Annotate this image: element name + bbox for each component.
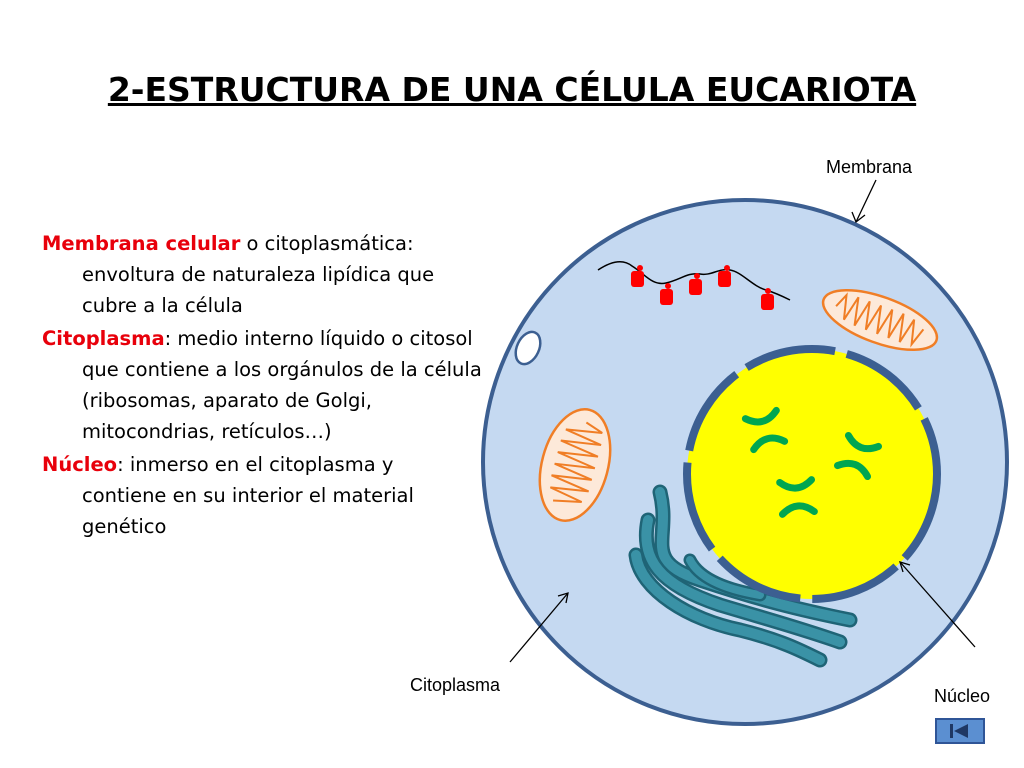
ribosome-chain [597, 260, 791, 310]
term-membrana: Membrana celular [42, 232, 241, 255]
label-nucleo: Núcleo [934, 686, 991, 706]
chromosome [741, 406, 789, 454]
definition-membrana: Membrana celular o citoplasmática: envol… [42, 228, 482, 321]
label-citoplasma: Citoplasma [410, 675, 501, 695]
chromosome [776, 476, 818, 518]
page-title: 2-ESTRUCTURA DE UNA CÉLULA EUCARIOTA [107, 70, 917, 109]
nuclear-envelope [683, 345, 941, 603]
pointer-citoplasma [509, 592, 569, 663]
chromosome [833, 431, 883, 481]
text-membrana: o citoplasmática: envoltura de naturalez… [82, 232, 435, 317]
definition-nucleo: Núcleo: inmerso en el citoplasma y conti… [42, 449, 482, 542]
ribosome [631, 265, 644, 287]
text-nucleo: : inmerso en el citoplasma y contiene en… [82, 453, 414, 538]
label-pointers [509, 179, 976, 663]
ribosome [761, 288, 774, 310]
term-nucleo: Núcleo [42, 453, 118, 476]
vacuole [514, 330, 542, 366]
mitochondrion [821, 288, 939, 352]
text-citoplasma: : medio interno líquido o citosol que co… [82, 327, 482, 443]
term-citoplasma: Citoplasma [42, 327, 165, 350]
ribosome [718, 265, 731, 287]
pointer-membrana [855, 179, 877, 223]
pointer-nucleo [899, 561, 976, 648]
skip-back-icon [935, 718, 985, 744]
nucleoplasm [687, 349, 937, 599]
endoplasmic-reticulum [628, 484, 858, 668]
definition-list: Membrana celular o citoplasmática: envol… [42, 228, 482, 544]
ribosome [689, 273, 702, 295]
mitochondrion [538, 408, 612, 522]
definition-citoplasma: Citoplasma: medio interno líquido o cito… [42, 323, 482, 447]
ribosome [660, 283, 673, 305]
back-nav-button[interactable] [935, 718, 985, 744]
nucleus [683, 345, 941, 603]
label-membrana: Membrana [826, 157, 913, 177]
